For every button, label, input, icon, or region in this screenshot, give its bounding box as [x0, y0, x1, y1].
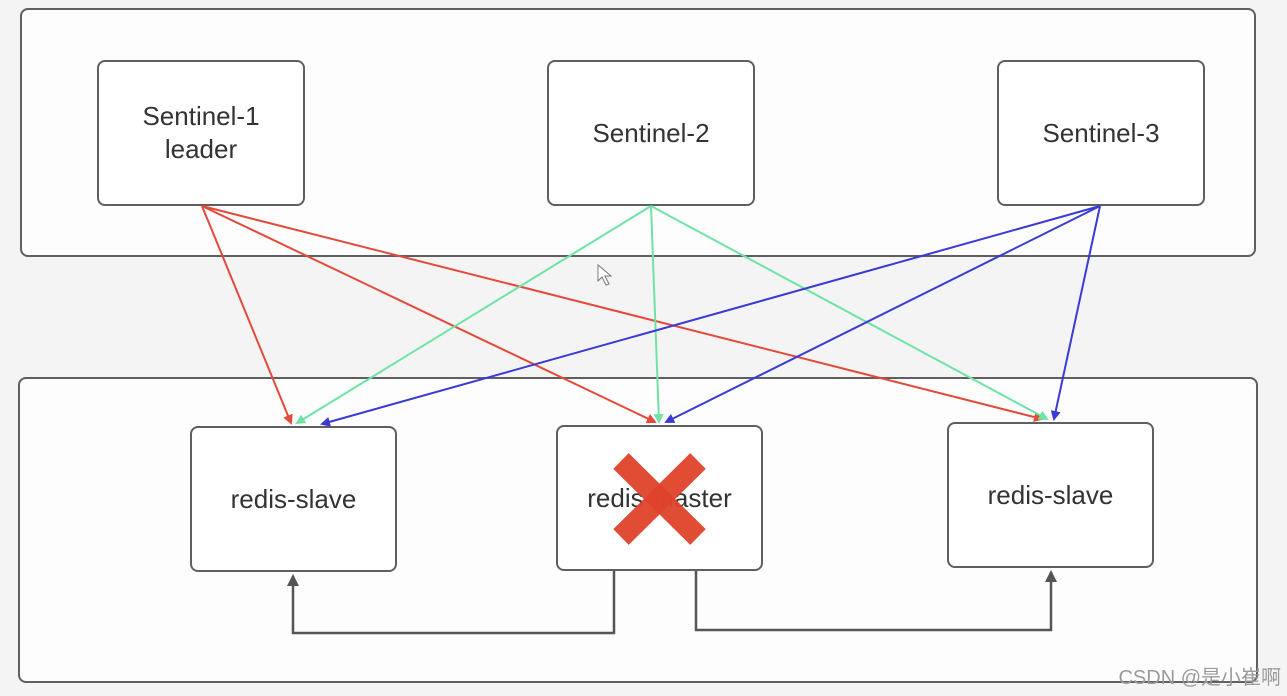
redis-slave-right-node[interactable]: redis-slave	[947, 422, 1154, 568]
redis-slave-right-label: redis-slave	[987, 479, 1114, 510]
redis-master-node[interactable]: redis-master	[556, 425, 763, 571]
redis-master-label: redis-master	[587, 482, 732, 513]
sentinel-2-node[interactable]: Sentinel-2	[547, 60, 755, 206]
sentinel-2-label: Sentinel-2	[592, 117, 710, 148]
sentinel-1-role: leader	[164, 134, 238, 164]
redis-slave-left-node[interactable]: redis-slave	[190, 426, 397, 572]
sentinel-1-node[interactable]: Sentinel-1 leader	[97, 60, 305, 206]
sentinel-1-label: Sentinel-1	[142, 101, 260, 131]
watermark-text: CSDN @是小崔啊	[1118, 667, 1281, 689]
mouse-cursor-icon	[597, 263, 613, 286]
sentinel-3-node[interactable]: Sentinel-3	[997, 60, 1205, 206]
redis-slave-left-label: redis-slave	[230, 483, 357, 514]
sentinel-3-label: Sentinel-3	[1042, 117, 1160, 148]
